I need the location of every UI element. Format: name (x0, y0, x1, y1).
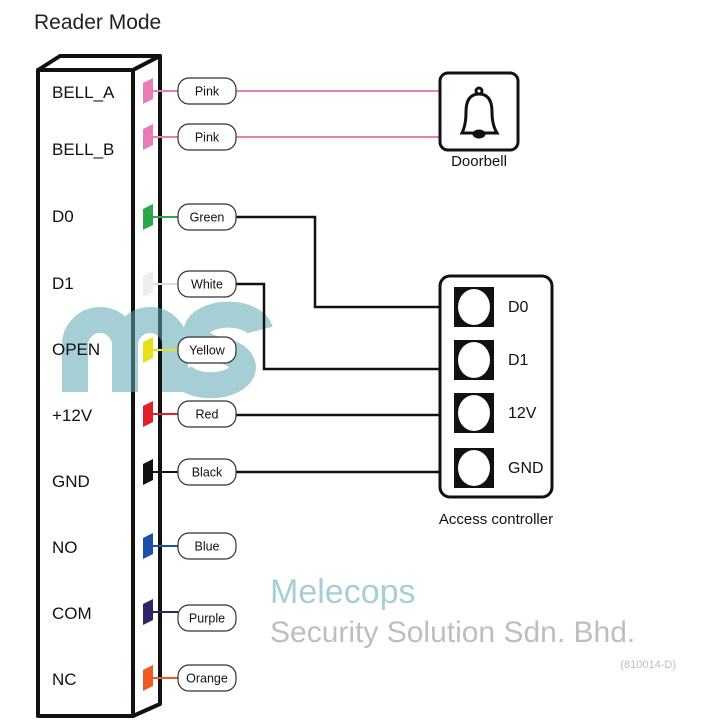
pin-label: +12V (52, 406, 93, 425)
wire-color-label: Green (190, 211, 225, 225)
pin-label: BELL_B (52, 140, 114, 159)
doorbell: Doorbell (438, 71, 520, 170)
wire-color-label: Yellow (189, 344, 226, 358)
wire-color-pill (177, 123, 237, 151)
controller-wires (236, 215, 455, 474)
watermark: Melecops Security Solution Sdn. Bhd. (81… (270, 573, 676, 671)
controller-terminal-d1: D1 (454, 340, 529, 380)
wire-color-pill (177, 400, 237, 428)
wire-color-pill (177, 270, 237, 298)
watermark-company: Melecops (270, 573, 416, 611)
pin-gnd: GND Black (52, 458, 237, 491)
pin-open: OPEN Yellow (52, 336, 237, 364)
watermark-subtitle: Security Solution Sdn. Bhd. (270, 616, 635, 649)
pin-d0: D0 Green (52, 203, 237, 231)
pin-label: D1 (52, 274, 74, 293)
reader-box (36, 54, 162, 718)
wire-color-label: Red (196, 408, 219, 422)
doorbell-label: Doorbell (451, 153, 507, 170)
screw-icon (458, 450, 490, 486)
wire-color-label: Blue (194, 540, 219, 554)
pin-12v: +12V Red (52, 400, 237, 428)
pin-bella: BELL_A Pink (52, 77, 237, 105)
pin-label: NC (52, 670, 77, 689)
wire-color-pill (177, 77, 237, 105)
wire-color-label: Orange (186, 672, 228, 686)
controller-terminal-gnd: GND (454, 448, 544, 488)
terminal-block (143, 337, 153, 363)
wire-color-label: Purple (189, 612, 225, 626)
terminal-block (143, 124, 153, 150)
diagram-title: Reader Mode (34, 11, 161, 34)
terminal-block (143, 204, 153, 230)
wire-color-label: Black (192, 466, 223, 480)
pin-label: D0 (52, 207, 74, 226)
screw-icon (458, 289, 490, 325)
screw-icon (458, 395, 490, 431)
controller-terminal-12v: 12V (454, 393, 537, 433)
wire-color-label: White (191, 278, 223, 292)
pin-label: BELL_A (52, 83, 115, 102)
pin-label: GND (52, 472, 90, 491)
terminal-block (143, 599, 153, 625)
pin-com: COM Purple (52, 599, 237, 632)
wire-color-label: Pink (195, 85, 220, 99)
terminal-label: D0 (508, 299, 529, 316)
wire-color-pill (177, 532, 237, 560)
wire-color-pill (177, 458, 237, 486)
terminal-block (143, 271, 153, 297)
screw-icon (458, 342, 490, 378)
terminal-block (143, 459, 153, 485)
wire-color-pill (177, 604, 237, 632)
controller-label: Access controller (439, 511, 553, 528)
pin-label: NO (52, 538, 78, 557)
terminal-label: D1 (508, 352, 529, 369)
pin-nc: NC Orange (52, 664, 237, 692)
wire-color-label: Pink (195, 131, 220, 145)
wire-color-pill (177, 336, 237, 364)
terminal-label: 12V (508, 405, 537, 422)
pin-d1: D1 White (52, 270, 237, 298)
terminal-block (143, 533, 153, 559)
controller-terminal-d0: D0 (454, 287, 529, 327)
wire-color-pill (177, 203, 237, 231)
pin-label: OPEN (52, 340, 100, 359)
pin-label: COM (52, 604, 92, 623)
terminal-block (143, 78, 153, 104)
terminal-block (143, 665, 153, 691)
terminal-block (143, 401, 153, 427)
wire-color-pill (177, 664, 237, 692)
pin-no: NO Blue (52, 532, 237, 560)
bell-icon (459, 86, 500, 139)
pin-bellb: BELL_B Pink (52, 123, 237, 159)
watermark-registration: (810014-D) (620, 659, 676, 671)
terminal-label: GND (508, 460, 544, 477)
doorbell-wires (236, 90, 440, 138)
